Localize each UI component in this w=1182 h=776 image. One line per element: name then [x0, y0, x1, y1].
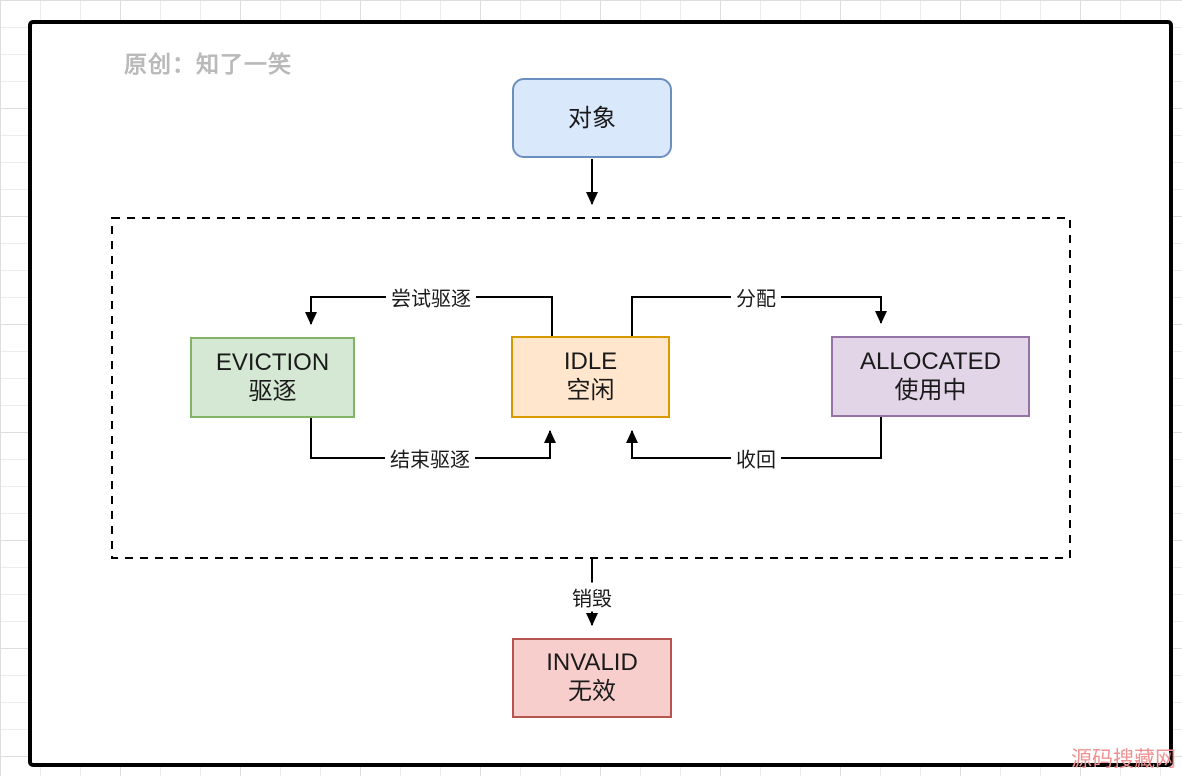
node-allocated-label-zh: 使用中: [894, 376, 967, 404]
node-eviction-label-zh: 驱逐: [248, 377, 297, 405]
node-invalid-label-zh: 无效: [568, 678, 616, 705]
edge-label-reclaim: 收回: [731, 443, 781, 473]
node-object-label: 对象: [568, 104, 616, 132]
node-invalid: INVALID 无效: [512, 638, 672, 718]
node-object: 对象: [512, 78, 672, 158]
site-watermark: 源码搜藏网: [1071, 747, 1176, 771]
node-idle: IDLE 空闲: [511, 336, 670, 418]
edge-label-allocate: 分配: [731, 282, 781, 312]
edge-label-destroy: 销毁: [567, 582, 617, 612]
node-allocated: ALLOCATED 使用中: [831, 336, 1030, 417]
node-invalid-label-en: INVALID: [546, 649, 638, 676]
node-eviction-label-en: EVICTION: [215, 348, 330, 376]
node-idle-label-en: IDLE: [563, 348, 618, 375]
edge-label-try-evict: 尝试驱逐: [386, 282, 476, 312]
edge-label-end-evict: 结束驱逐: [385, 443, 475, 473]
node-eviction: EVICTION 驱逐: [190, 337, 355, 418]
author-watermark: 原创：知了一笑: [124, 51, 292, 77]
node-idle-label-zh: 空闲: [566, 377, 615, 404]
node-allocated-label-en: ALLOCATED: [860, 347, 1001, 375]
